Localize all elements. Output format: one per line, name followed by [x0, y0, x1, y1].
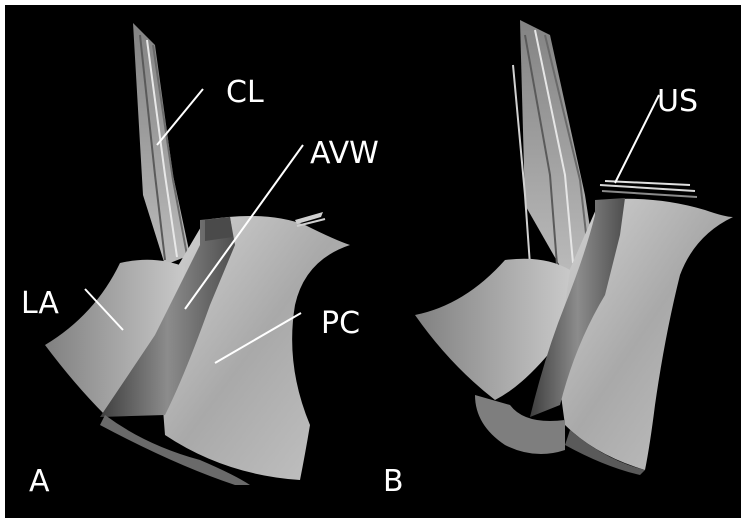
leader-us	[615, 95, 659, 183]
panel-label-a: A	[29, 464, 50, 499]
anatomy-figure: CL AVW LA PC US A B	[5, 5, 741, 518]
label-pc: PC	[321, 306, 360, 341]
figure-frame: CL AVW LA PC US A B	[5, 5, 741, 518]
label-us: US	[657, 84, 698, 119]
label-la: LA	[21, 286, 59, 321]
label-cl: CL	[226, 75, 264, 110]
panel-a	[45, 23, 350, 485]
label-avw: AVW	[310, 136, 379, 171]
panel-label-b: B	[383, 464, 404, 499]
cl-ligament-a	[133, 23, 190, 265]
